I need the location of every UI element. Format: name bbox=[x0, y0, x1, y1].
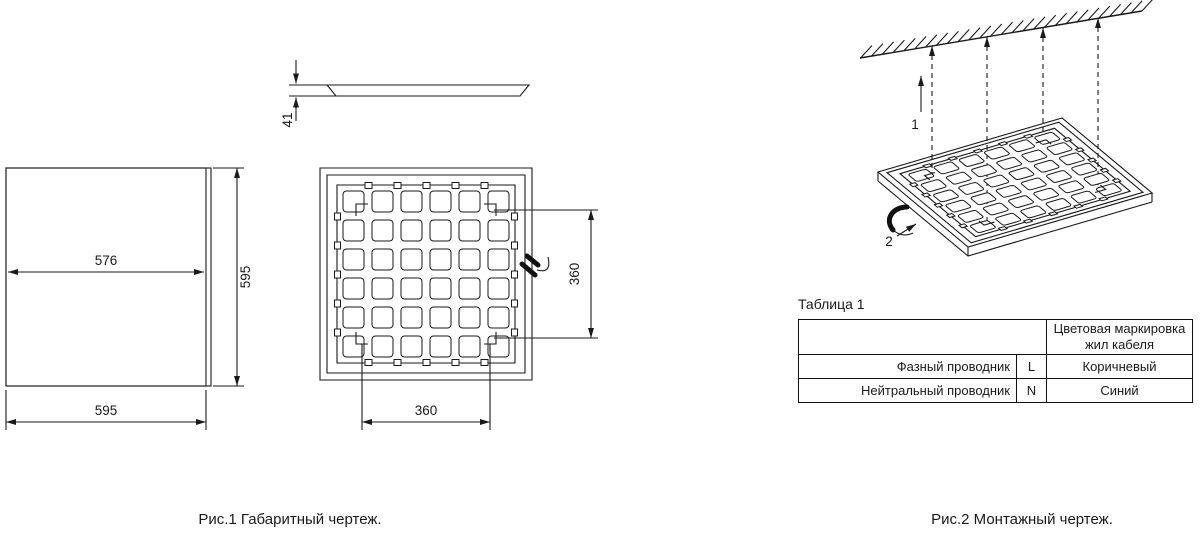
dimension-mount-vertical: 360 bbox=[494, 209, 598, 339]
callout-1-label: 1 bbox=[911, 117, 919, 132]
table-row-neutral: Нейтральный проводник N Синий bbox=[798, 378, 1193, 403]
dim-mount-vertical-label: 360 bbox=[567, 263, 582, 286]
front-grid-panel-view bbox=[319, 167, 550, 381]
table-row-phase: Фазный проводник L Коричневый bbox=[798, 354, 1193, 379]
power-cable-clip bbox=[886, 204, 914, 236]
dimension-side-height: 595 bbox=[213, 167, 253, 387]
ceiling-hatch bbox=[860, 0, 1153, 58]
back-panel-view bbox=[5, 167, 212, 387]
dimension-thickness: 41 bbox=[280, 60, 338, 128]
callout-1: 1 bbox=[911, 76, 924, 132]
dim-mount-horizontal-label: 360 bbox=[415, 403, 438, 418]
table-header-row: Цветовая маркировка жил кабеля bbox=[798, 319, 1193, 355]
dim-thickness-label: 41 bbox=[280, 112, 295, 127]
cable-table-section: Таблица 1 Цветовая маркировка жил кабеля… bbox=[798, 296, 1193, 403]
wire-color: Синий bbox=[1046, 378, 1193, 403]
terminal-letter: L bbox=[1016, 354, 1047, 379]
suspension-wires bbox=[929, 18, 1101, 221]
terminal-letter: N bbox=[1016, 378, 1047, 403]
dimension-mount-horizontal: 360 bbox=[361, 344, 491, 430]
fig2-caption: Рис.2 Монтажный чертеж. bbox=[931, 511, 1113, 528]
ceiling-surface bbox=[859, 0, 1153, 59]
dim-bottom-width-label: 595 bbox=[95, 403, 118, 418]
figure2-mounting-drawing: 1 2 bbox=[859, 0, 1153, 257]
dim-inner-width-label: 576 bbox=[95, 253, 118, 268]
header-color-marking-cell: Цветовая маркировка жил кабеля bbox=[1046, 319, 1193, 355]
dimension-inner-width: 576 bbox=[8, 253, 204, 275]
wire-color: Коричневый bbox=[1046, 354, 1193, 379]
callout-2-label: 2 bbox=[885, 234, 893, 249]
cable-marking-table: Цветовая маркировка жил кабеля Фазный пр… bbox=[798, 319, 1193, 403]
header-empty-cell bbox=[798, 319, 1047, 355]
callout-2: 2 bbox=[885, 223, 917, 249]
profile-view bbox=[325, 84, 531, 97]
conductor-name: Нейтральный проводник bbox=[798, 378, 1017, 403]
figure1-dimensional-drawing: 41 576 595 bbox=[5, 60, 598, 430]
table-title: Таблица 1 bbox=[798, 296, 865, 312]
conductor-name: Фазный проводник bbox=[798, 354, 1017, 379]
cable-clip-symbol bbox=[519, 253, 550, 278]
dimension-bottom-width: 595 bbox=[5, 390, 207, 430]
fig1-caption: Рис.1 Габаритный чертеж. bbox=[198, 511, 382, 528]
panel-isometric-view bbox=[877, 117, 1153, 257]
dim-side-height-label: 595 bbox=[238, 266, 253, 289]
